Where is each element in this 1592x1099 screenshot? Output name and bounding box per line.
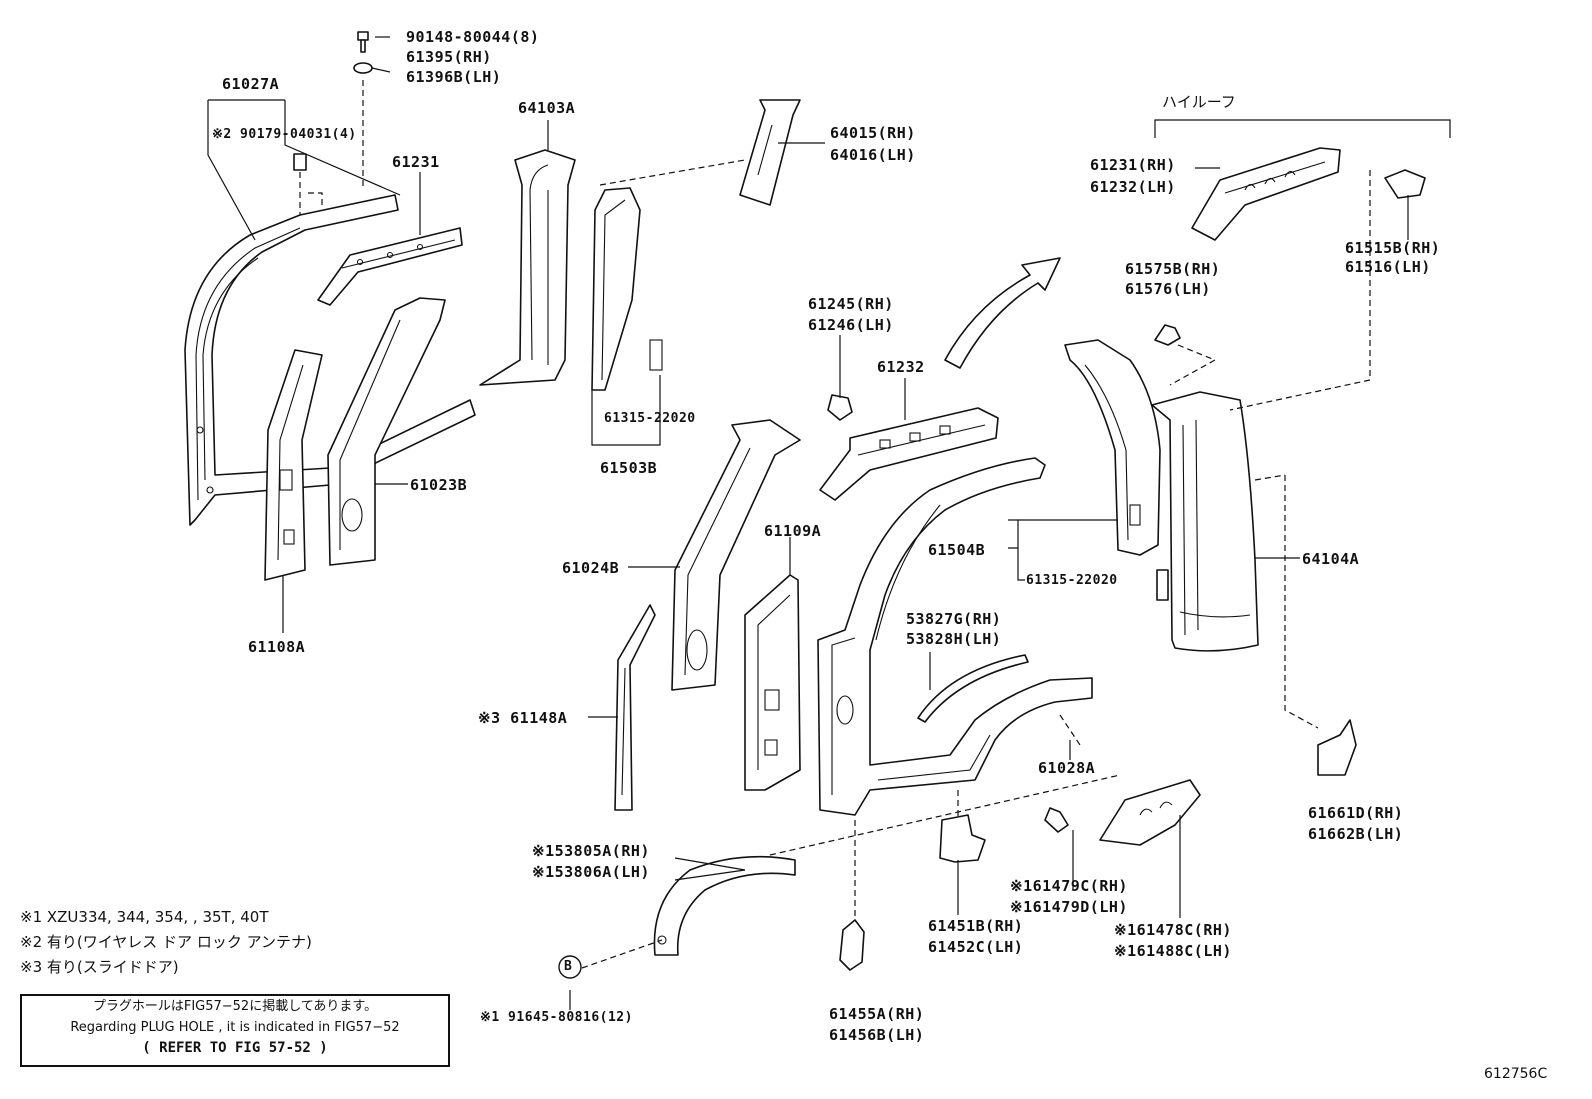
label-61661d: 61661D(RH) <box>1308 804 1404 822</box>
label-61516: 61516(LH) <box>1345 258 1431 276</box>
part-61109a-shape <box>744 574 801 791</box>
part-61245-shape <box>827 394 853 421</box>
part-61315-shape-right <box>1156 569 1169 601</box>
label-61662b: 61662B(LH) <box>1308 825 1404 843</box>
label-61456b: 61456B(LH) <box>829 1026 925 1044</box>
part-61024b-shape <box>671 419 801 691</box>
label-61148a: ※3 61148A <box>478 709 568 727</box>
label-61451b: 61451B(RH) <box>928 917 1024 935</box>
part-61451b-shape <box>939 814 986 863</box>
label-91645: ※1 91645-80816(12) <box>480 1010 633 1025</box>
label-61478c: ※161478C(RH) <box>1114 921 1232 939</box>
part-61023b-shape <box>327 297 446 566</box>
label-61232: 61232 <box>877 358 925 376</box>
label-61231: 61231 <box>392 153 440 171</box>
callout-circle-b <box>558 955 582 979</box>
plug-hole-note-box: プラグホールはFIG57−52に掲載してあります。 Regarding PLUG… <box>20 994 450 1067</box>
label-61479d: ※161479D(LH) <box>1010 898 1128 916</box>
label-61028a: 61028A <box>1038 759 1096 777</box>
label-61315-left: 61315-22020 <box>604 411 696 426</box>
part-53827g-shape <box>917 654 1029 723</box>
label-61576: 61576(LH) <box>1125 280 1211 298</box>
label-61245: 61245(RH) <box>808 295 894 313</box>
part-53805a-shape <box>653 855 796 956</box>
label-61488c: ※161488C(LH) <box>1114 942 1232 960</box>
label-61024b: 61024B <box>562 559 620 577</box>
label-61396b: 61396B(LH) <box>406 68 502 86</box>
label-61479c: ※161479C(RH) <box>1010 877 1128 895</box>
label-61395: 61395(RH) <box>406 48 492 66</box>
plug-hole-line-en: Regarding PLUG HOLE , it is indicated in… <box>70 1020 400 1035</box>
part-61028a-shape <box>817 457 1093 816</box>
plug-hole-line-jp: プラグホールはFIG57−52に掲載してあります。 <box>92 999 378 1014</box>
label-61315-right: 61315-22020 <box>1026 573 1118 588</box>
label-61455a: 61455A(RH) <box>829 1005 925 1023</box>
label-53806a: ※153806A(LH) <box>532 863 650 881</box>
label-53827g: 53827G(RH) <box>906 610 1002 628</box>
label-61246: 61246(LH) <box>808 316 894 334</box>
part-61148a-shape <box>614 604 656 811</box>
label-61504b: 61504B <box>928 541 986 559</box>
label-64015: 64015(RH) <box>830 124 916 142</box>
label-61232-lh: 61232(LH) <box>1090 178 1176 196</box>
note-3: ※3 有り(スライドドア) <box>20 958 179 976</box>
dashed-guides <box>299 80 1371 969</box>
plug-hole-refer: ( REFER TO FIG 57-52 ) <box>142 1040 328 1056</box>
part-61503b-shape <box>591 187 663 391</box>
note-2: ※2 有り(ワイヤレス ドア ロック アンテナ) <box>20 933 312 951</box>
label-53805a: ※153805A(RH) <box>532 842 650 860</box>
label-64104a: 64104A <box>1302 550 1360 568</box>
part-61231-rh-shape <box>1191 147 1341 241</box>
part-64103a-shape <box>479 149 576 386</box>
part-61478c-shape <box>1099 779 1201 846</box>
label-61231-rh: 61231(RH) <box>1090 156 1176 174</box>
label-61023b: 61023B <box>410 476 468 494</box>
part-61108a-shape <box>264 349 323 581</box>
label-callout-b: B <box>564 959 573 974</box>
part-61479c-shape <box>1044 807 1069 833</box>
label-61108a: 61108A <box>248 638 306 656</box>
part-64104a-shape <box>1151 391 1259 652</box>
label-64016: 64016(LH) <box>830 146 916 164</box>
label-90148: 90148-80044(8) <box>406 28 540 46</box>
part-61027a-shape <box>184 194 476 526</box>
label-61515b: 61515B(RH) <box>1345 239 1441 257</box>
part-61575b-shape <box>1154 324 1181 346</box>
nut-icon <box>293 153 307 171</box>
label-61027a: 61027A <box>222 75 280 93</box>
leader-lines <box>207 36 1451 1010</box>
washer-icon <box>353 62 373 74</box>
part-61232-shape <box>819 407 999 501</box>
label-61452c: 61452C(LH) <box>928 938 1024 956</box>
label-61575b: 61575B(RH) <box>1125 260 1221 278</box>
note-1: ※1 XZU334, 344, 354, , 35T, 40T <box>20 908 269 926</box>
part-64015-shape <box>739 99 801 206</box>
part-61231-shape <box>317 227 463 306</box>
label-61503b: 61503B <box>600 459 658 477</box>
label-64103a: 64103A <box>518 99 576 117</box>
part-61455a-shape <box>839 919 865 971</box>
part-61515b-shape <box>1384 169 1426 199</box>
group-label-high-roof: ハイルーフ <box>1162 93 1236 111</box>
label-53828h: 53828H(LH) <box>906 630 1002 648</box>
label-90179: ※2 90179-04031(4) <box>212 127 357 142</box>
part-61661d-shape <box>1317 719 1357 776</box>
arrow-icon <box>944 257 1061 369</box>
label-61109a: 61109A <box>764 522 822 540</box>
bolt-icon <box>357 31 369 53</box>
figure-code: 612756C <box>1484 1066 1548 1082</box>
part-61504b-shape <box>1064 339 1161 556</box>
